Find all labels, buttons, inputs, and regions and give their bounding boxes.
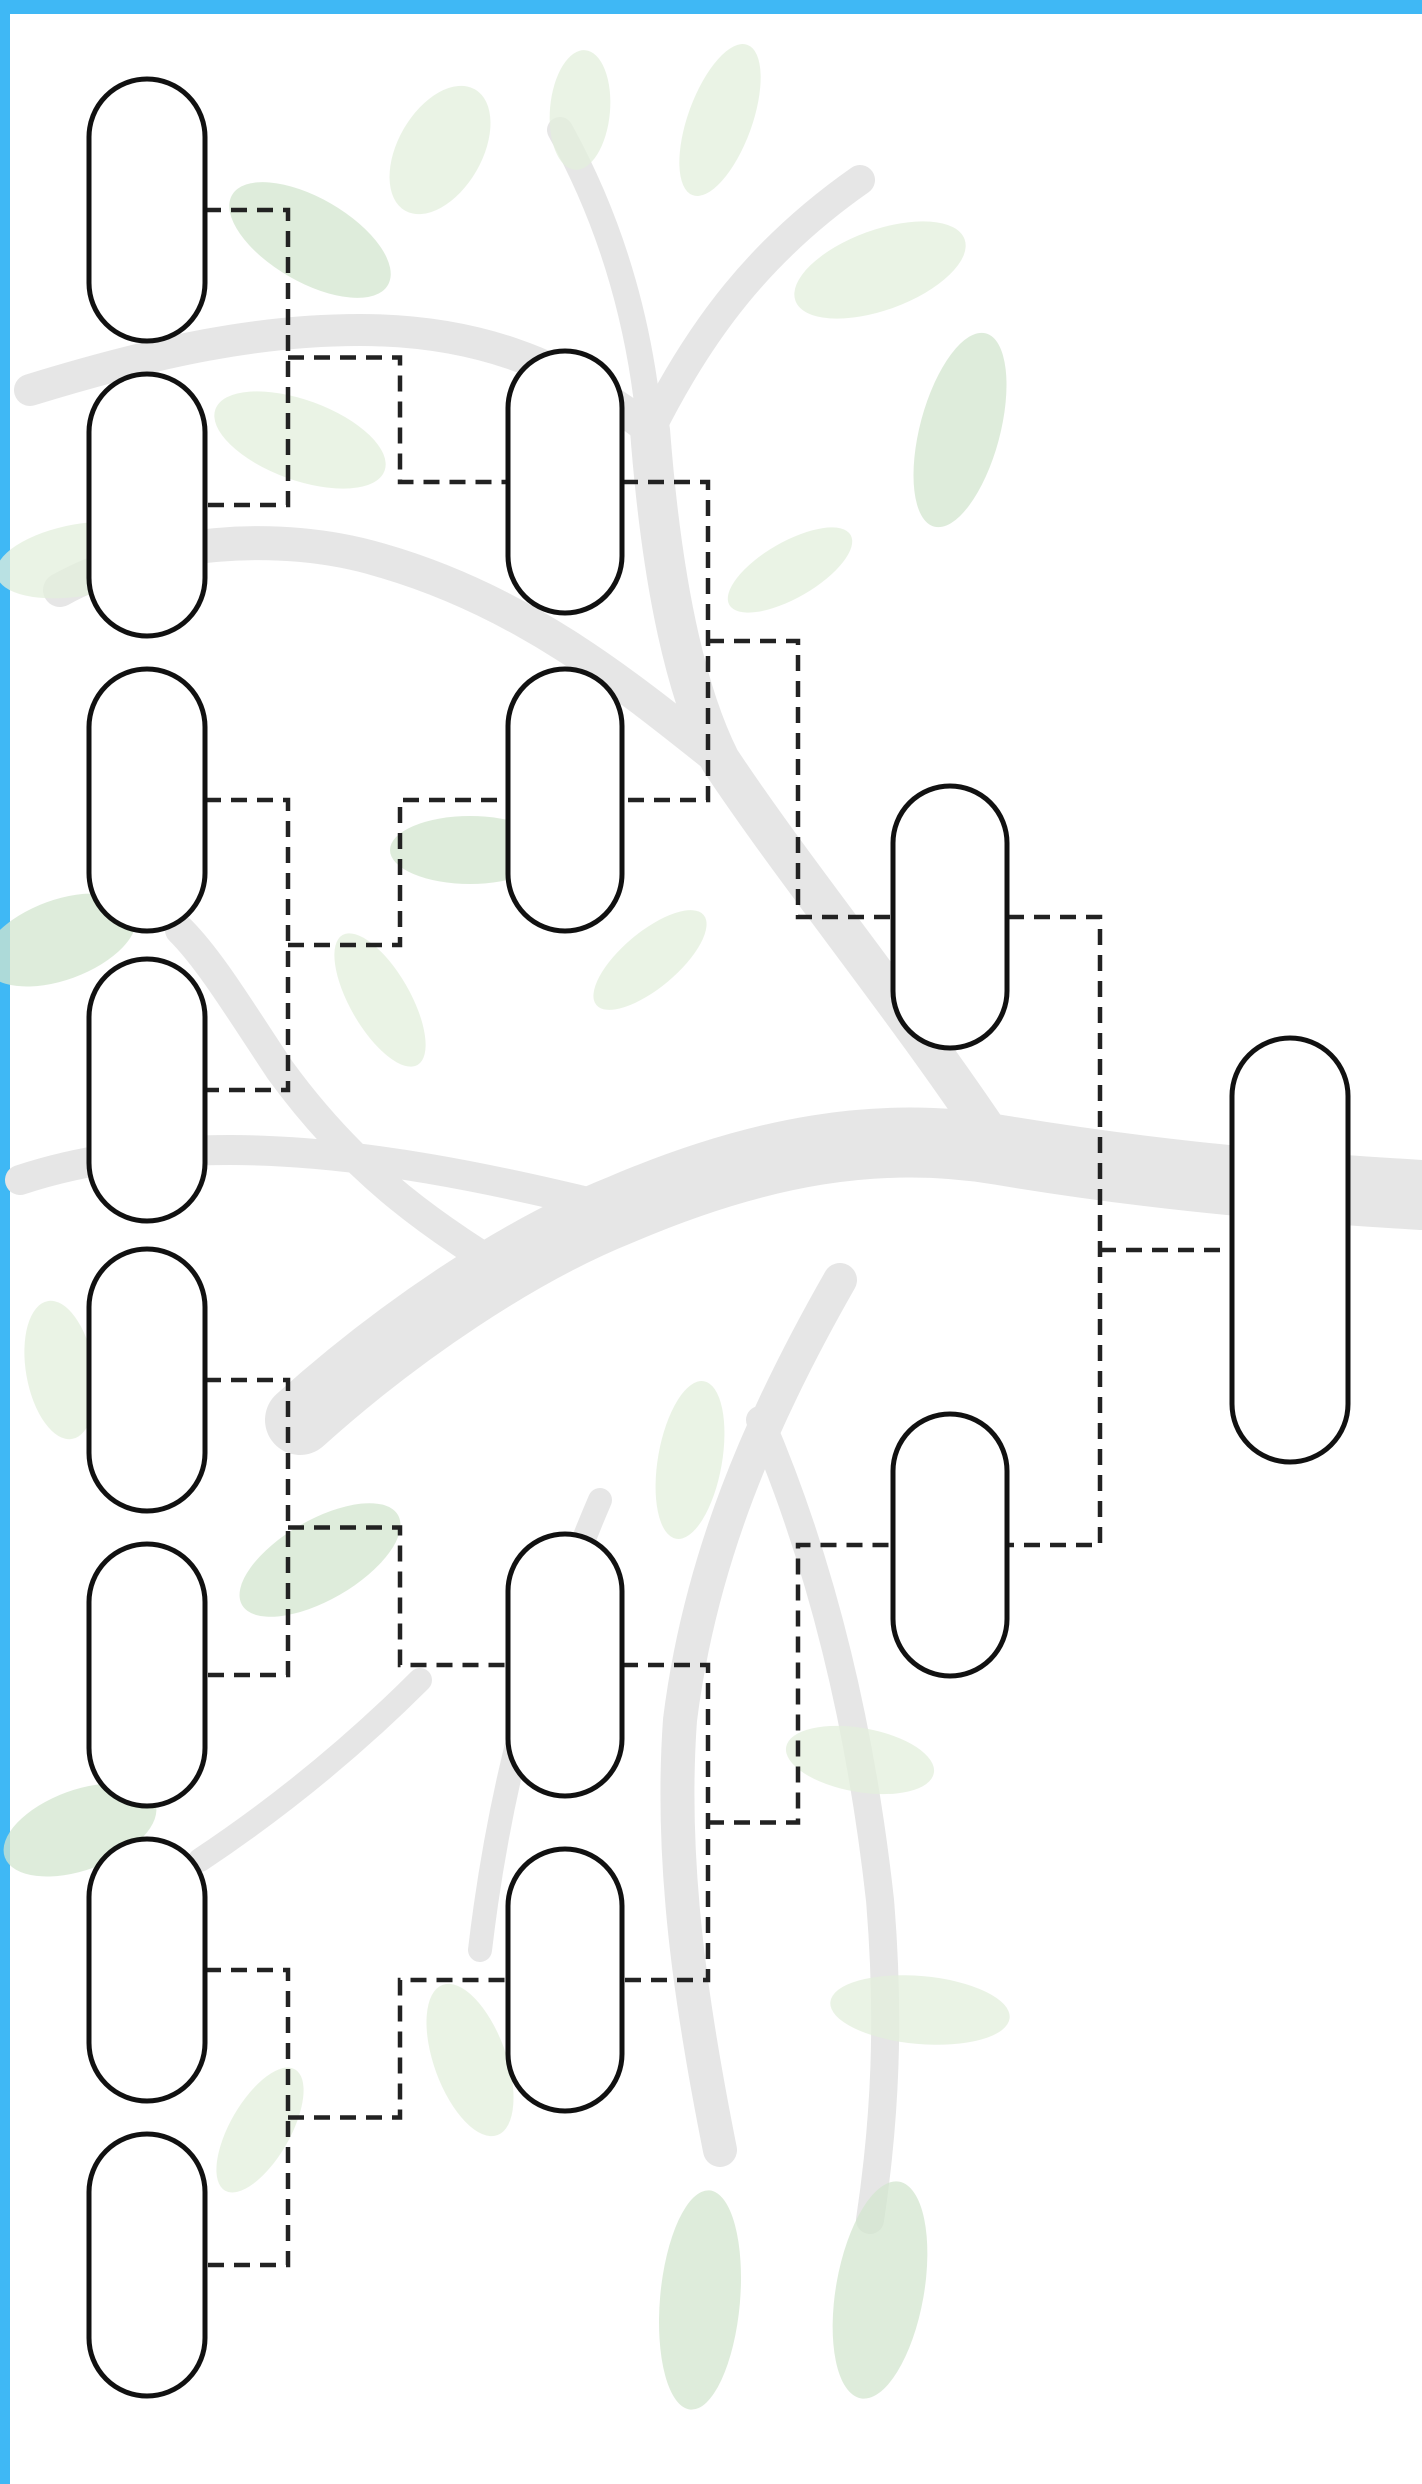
name-slot-gen1-5[interactable] <box>89 1249 205 1511</box>
leaf <box>222 1480 418 1639</box>
leaf <box>545 48 615 173</box>
name-slot-gen1-3[interactable] <box>89 669 205 931</box>
leaf <box>895 323 1024 537</box>
name-slot-gen1-8[interactable] <box>89 2134 205 2396</box>
leaf <box>663 34 778 206</box>
name-slot-gen3-1[interactable] <box>893 786 1007 1048</box>
background-tree-illustration <box>0 34 1422 2413</box>
name-slot-gen1-1[interactable] <box>89 79 205 341</box>
name-slot-gen1-2[interactable] <box>89 374 205 636</box>
connector-gen3-pair <box>1008 917 1100 1545</box>
tree-branch <box>200 1680 420 1860</box>
name-slot-gen3-2[interactable] <box>893 1414 1007 1676</box>
leaf <box>651 2187 750 2413</box>
name-slot-gen1-7[interactable] <box>89 1839 205 2101</box>
leaf <box>715 511 864 629</box>
leaf <box>211 159 409 322</box>
leaf <box>369 68 512 231</box>
connector-layer <box>205 210 1232 2265</box>
leaf <box>781 1715 940 1804</box>
name-slot-gen2-3[interactable] <box>508 1534 622 1796</box>
leaf <box>818 2174 943 2406</box>
leaf <box>202 372 399 509</box>
name-slot-gen1-4[interactable] <box>89 959 205 1221</box>
leaf <box>827 1968 1012 2051</box>
name-slot-gen1-6[interactable] <box>89 1544 205 1806</box>
tree-branch <box>760 1420 885 2220</box>
name-slot-gen2-4[interactable] <box>508 1849 622 2111</box>
name-slot-gen2-1[interactable] <box>508 351 622 613</box>
name-slot-gen4-1[interactable] <box>1232 1038 1348 1462</box>
leaf <box>199 2054 321 2205</box>
name-slot-gen2-2[interactable] <box>508 669 622 931</box>
